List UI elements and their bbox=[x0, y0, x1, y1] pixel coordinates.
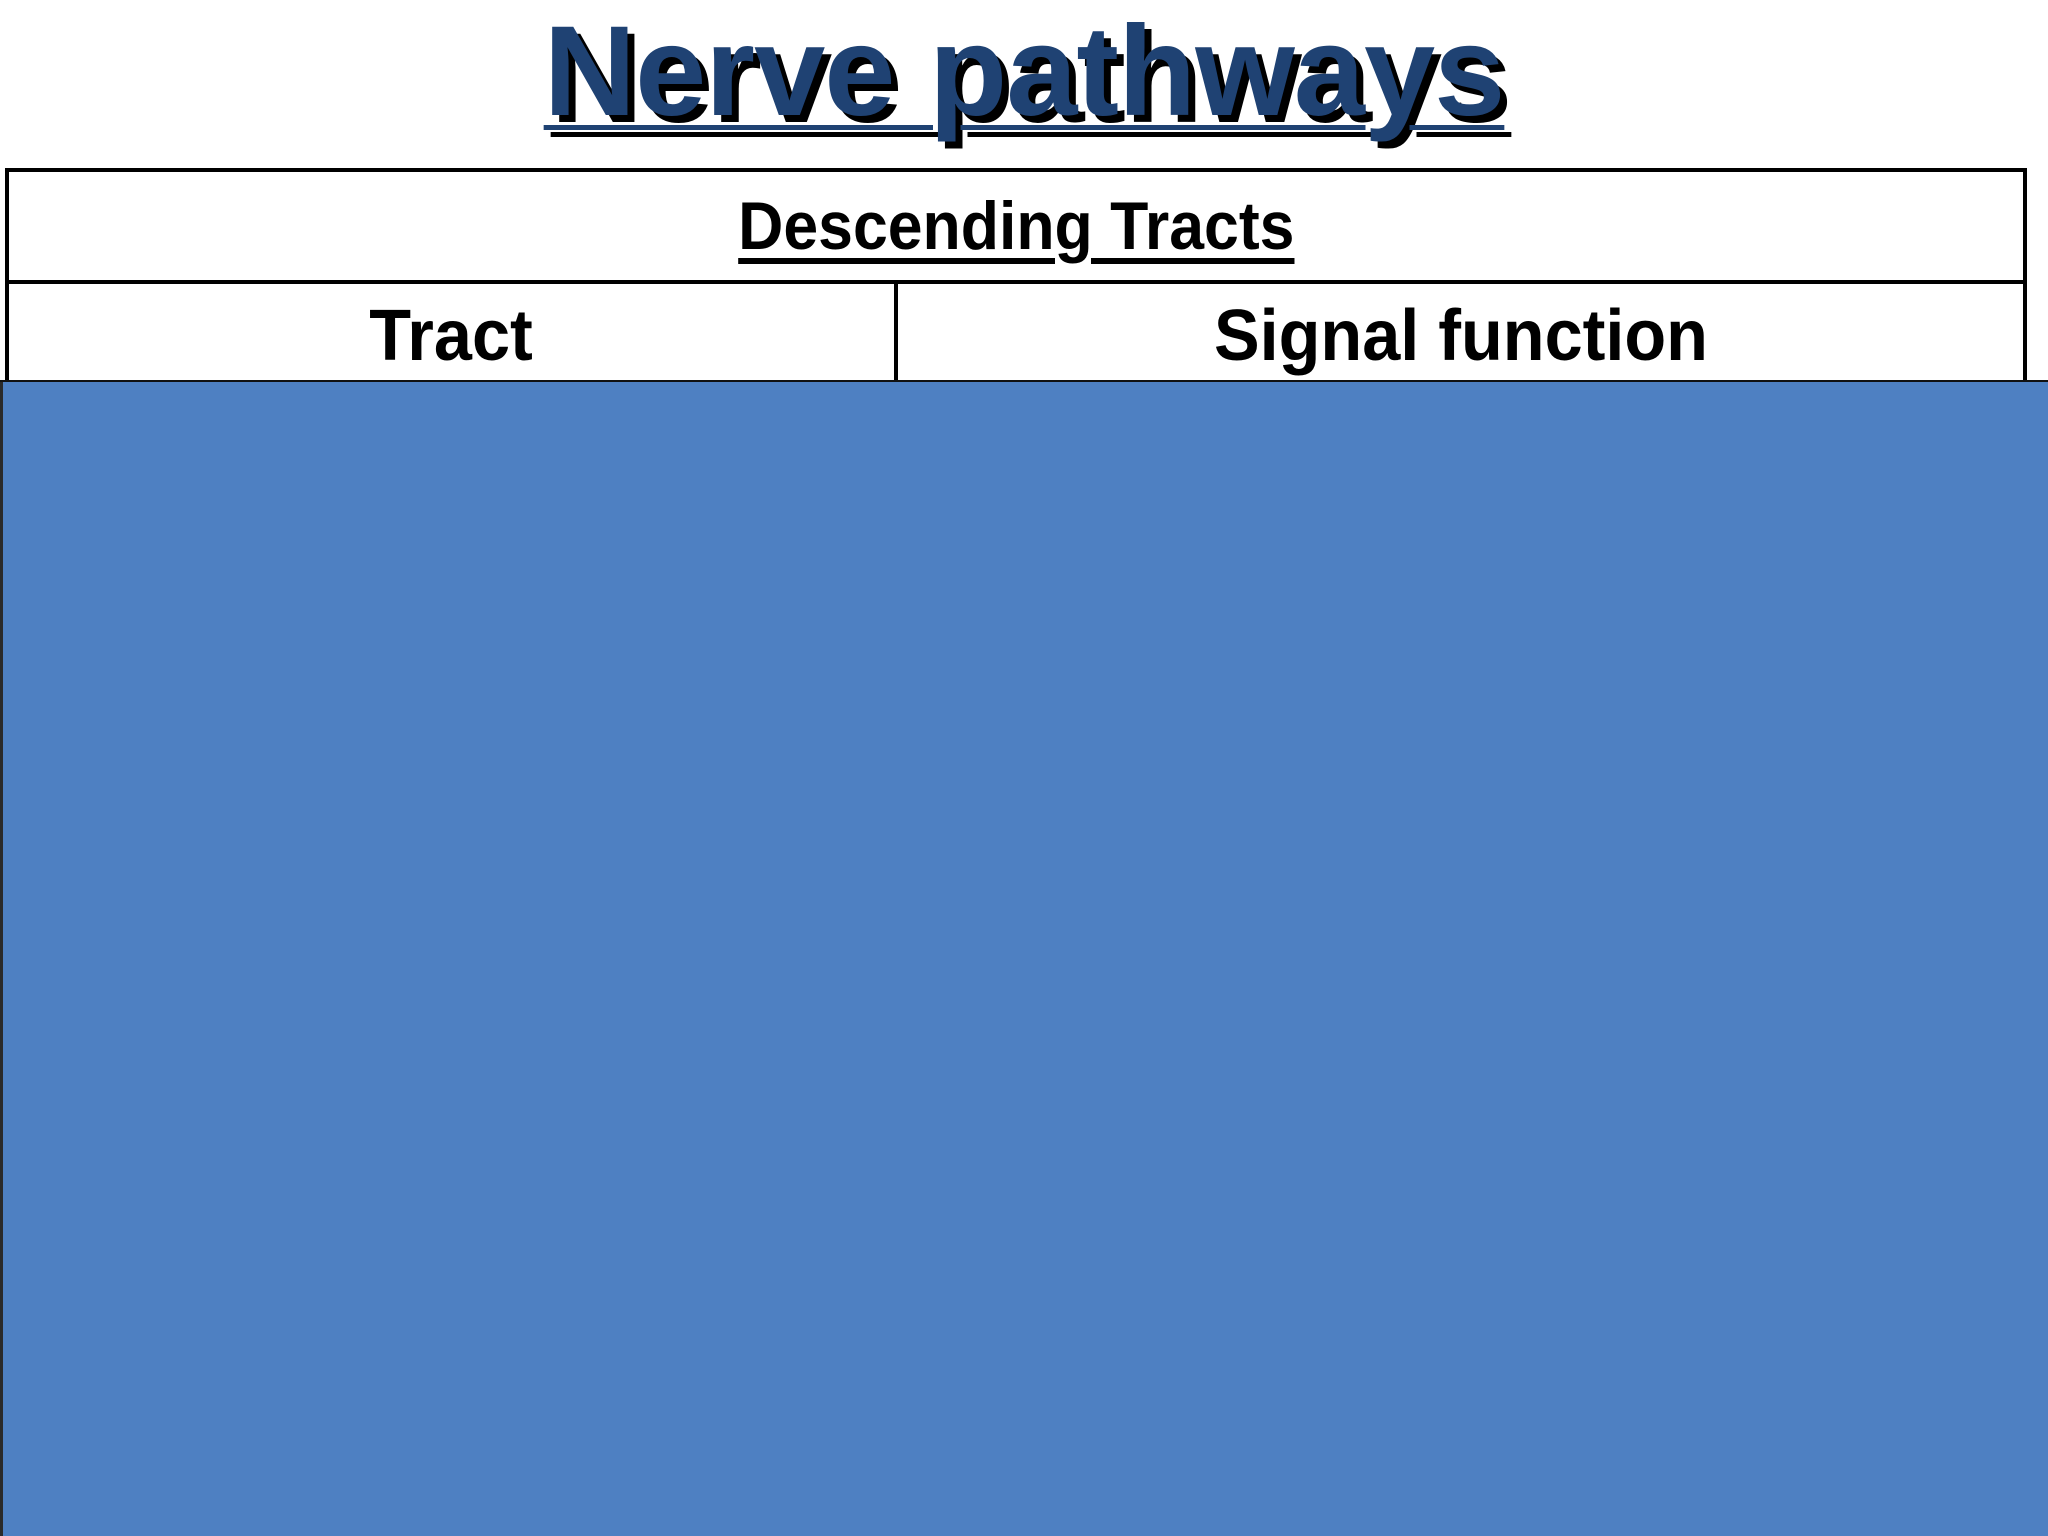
blue-panel-overlay bbox=[0, 382, 2048, 1536]
table-row-column-headers: Tract Signal function bbox=[5, 280, 2028, 392]
column-header-label-signal-function: Signal function bbox=[1213, 296, 1708, 376]
descending-tracts-table: Descending Tracts Tract Signal function bbox=[4, 168, 2028, 392]
table-row-section-header: Descending Tracts bbox=[4, 168, 2028, 284]
section-header-label: Descending Tracts bbox=[737, 188, 1295, 264]
column-header-cell-tract: Tract bbox=[5, 280, 898, 392]
column-header-cell-signal-function: Signal function bbox=[893, 280, 2028, 392]
column-header-label-tract: Tract bbox=[369, 296, 534, 376]
page-title: Nerve pathways bbox=[543, 0, 1506, 143]
section-header-cell: Descending Tracts bbox=[4, 168, 2028, 284]
